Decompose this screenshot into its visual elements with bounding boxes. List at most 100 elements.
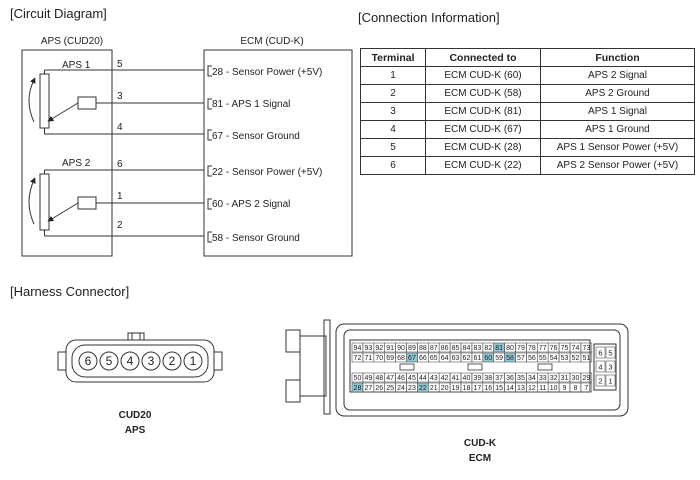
cudk-key-tab	[399, 363, 415, 371]
cell-function: APS 2 Ground	[540, 84, 695, 103]
cell-function: APS 1 Signal	[540, 102, 695, 121]
cudk-flange	[299, 335, 327, 397]
cudk-pin-label: 27	[364, 385, 372, 392]
cudk-pin-label: 76	[550, 345, 558, 352]
cudk-pin-label: 16	[484, 385, 492, 392]
cud20-caption-name: APS	[124, 425, 146, 436]
cudk-pin-label: 40	[463, 375, 471, 382]
cudk-pin-label: 94	[354, 345, 362, 352]
cudk-small-block	[593, 343, 617, 391]
cudk-pin-label: 82	[484, 345, 492, 352]
cudk-pin-label: 83	[473, 345, 481, 352]
cudk-pin-label: 57	[517, 355, 525, 362]
aps1-pin-4: 4	[117, 122, 123, 133]
cudk-pin-label: 36	[506, 375, 514, 382]
cud20-pin-label: 5	[106, 354, 113, 368]
cudk-pin-label: 12	[528, 385, 536, 392]
cudk-key-tab	[467, 363, 483, 371]
aps1-motion-arrow	[28, 77, 36, 123]
cudk-small-pin-label: 6	[598, 349, 602, 358]
cud20-pin-label: 4	[127, 354, 134, 368]
cudk-pin-label: 35	[517, 375, 525, 382]
cudk-small-pin-cell	[605, 346, 616, 359]
cudk-pin-label: 23	[408, 385, 416, 392]
aps2-pin-6: 6	[117, 159, 123, 170]
aps2-signal-box	[77, 196, 97, 210]
cell-connected-to: ECM CUD-K (28)	[425, 138, 541, 157]
circuit-diagram-title: [Circuit Diagram]	[10, 6, 107, 21]
cud20-pin-label: 6	[85, 354, 92, 368]
cudk-pin-label: 38	[484, 375, 492, 382]
cudk-mount-post	[323, 319, 331, 415]
aps2-pin-1: 1	[117, 191, 123, 202]
harness-connector-title: [Harness Connector]	[10, 284, 130, 299]
cudk-key-tab	[537, 363, 553, 371]
aps2-wiper	[47, 202, 79, 222]
cud20-caption-code: CUD20	[118, 410, 152, 421]
cudk-pin-label: 88	[419, 345, 427, 352]
header-terminal: Terminal	[360, 48, 426, 67]
cudk-pin-label: 14	[506, 385, 514, 392]
aps1-pin-5: 5	[117, 59, 123, 70]
cudk-pin-label: 46	[397, 375, 405, 382]
aps-connector-box	[21, 49, 113, 257]
aps2-sensor: APS 2 6 1 2	[28, 158, 123, 237]
cud20-pin-label: 2	[169, 354, 176, 368]
cud20-pin-ring	[141, 351, 161, 371]
cudk-small-pin-cell	[595, 374, 606, 387]
cudk-pin-label: 42	[441, 375, 449, 382]
connection-info-title: [Connection Information]	[358, 10, 500, 25]
aps1-sensor: APS 1 5 3 4	[28, 59, 123, 135]
cud20-pin-ring	[120, 351, 140, 371]
cudk-pin-label: 43	[430, 375, 438, 382]
aps1-label: APS 1	[62, 60, 91, 71]
cudk-pin-label: 60	[484, 355, 492, 362]
cell-terminal: 5	[360, 138, 426, 157]
cell-function: APS 1 Sensor Power (+5V)	[540, 138, 695, 157]
cudk-pin-label: 48	[375, 375, 383, 382]
cudk-pin-cell	[580, 382, 593, 393]
table-row: 5 ECM CUD-K (28) APS 1 Sensor Power (+5V…	[360, 138, 695, 157]
cell-connected-to: ECM CUD-K (22)	[425, 156, 541, 175]
cudk-pin-label: 17	[473, 385, 481, 392]
cudk-pin-label: 78	[528, 345, 536, 352]
cudk-pin-label: 90	[397, 345, 405, 352]
cudk-pin-label: 65	[430, 355, 438, 362]
cudk-small-pin-cell	[605, 374, 616, 387]
table-row: 3 ECM CUD-K (81) APS 1 Signal	[360, 102, 695, 121]
cell-terminal: 1	[360, 66, 426, 85]
table-row: 2 ECM CUD-K (58) APS 2 Ground	[360, 84, 695, 103]
cudk-pin-label: 7	[584, 385, 588, 392]
cudk-pin-label: 63	[452, 355, 460, 362]
header-function: Function	[540, 48, 695, 67]
cudk-pin-label: 79	[517, 345, 525, 352]
cudk-pin-label: 50	[354, 375, 362, 382]
cudk-pin-label: 93	[364, 345, 372, 352]
cud20-caption: CUD20 APS	[105, 408, 165, 438]
cudk-caption: CUD-K ECM	[440, 436, 520, 466]
header-connected-to: Connected to	[425, 48, 541, 67]
ecm-pin-28: 28 - Sensor Power (+5V)	[212, 67, 322, 78]
cudk-pin-label: 70	[375, 355, 383, 362]
cudk-pin-label: 54	[550, 355, 558, 362]
cudk-pin-label: 53	[561, 355, 569, 362]
cudk-small-pin-cell	[595, 360, 606, 373]
table-header-row: Terminal Connected to Function	[360, 48, 695, 67]
cudk-pin-label: 28	[354, 385, 362, 392]
cell-connected-to: ECM CUD-K (67)	[425, 120, 541, 139]
cell-function: APS 1 Ground	[540, 120, 695, 139]
aps1-signal-box	[77, 96, 97, 110]
cell-connected-to: ECM CUD-K (58)	[425, 84, 541, 103]
cell-function: APS 2 Signal	[540, 66, 695, 85]
aps-connector-label: APS (CUD20)	[41, 36, 103, 47]
table-row: 4 ECM CUD-K (67) APS 1 Ground	[360, 120, 695, 139]
aps2-resistor	[39, 173, 50, 231]
cudk-pin-label: 64	[441, 355, 449, 362]
ecm-connector-label: ECM (CUD-K)	[240, 36, 303, 47]
cudk-pin-label: 41	[452, 375, 460, 382]
cudk-pin-label: 51	[582, 355, 590, 362]
cudk-pin-label: 45	[408, 375, 416, 382]
aps1-pin-3: 3	[117, 91, 123, 102]
